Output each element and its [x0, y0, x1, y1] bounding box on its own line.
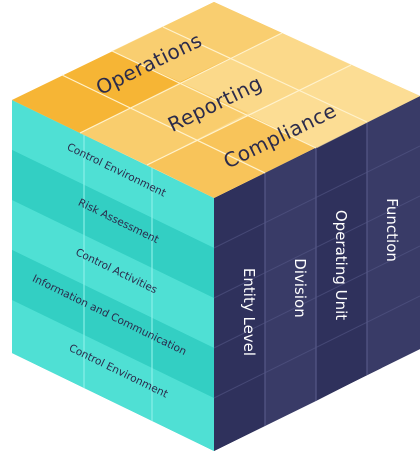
top-grid-line-5 — [162, 26, 368, 123]
top-cell-c — [80, 82, 248, 165]
right-column-1 — [214, 173, 265, 451]
right-label-function: Function — [383, 198, 401, 262]
right-label-division: Division — [291, 258, 309, 317]
top-grid-line-1 — [79, 32, 283, 134]
left-band-5 — [12, 300, 214, 451]
left-band-1 — [12, 100, 214, 248]
right-column-3 — [316, 122, 367, 401]
top-cell-a — [112, 2, 282, 82]
left-band-4 — [12, 250, 214, 398]
right-face — [213, 96, 420, 451]
right-band-line-3 — [213, 245, 420, 349]
left-band-2 — [12, 150, 214, 298]
top-grid-line-4 — [111, 50, 317, 149]
top-grid-line-3 — [61, 74, 266, 174]
right-band-line-2 — [213, 195, 420, 299]
right-label-operating-unit: Operating Unit — [332, 210, 350, 320]
left-face — [12, 100, 214, 451]
right-label-entity-level: Entity Level — [240, 268, 258, 356]
left-band-3 — [12, 200, 214, 348]
right-band-line-1 — [213, 145, 420, 249]
right-labels: Entity Level Division Operating Unit Fun… — [240, 198, 401, 356]
top-grid-line-2 — [146, 64, 352, 166]
top-face — [12, 2, 420, 198]
right-column-2 — [265, 148, 316, 426]
right-band-line-4 — [213, 295, 420, 399]
